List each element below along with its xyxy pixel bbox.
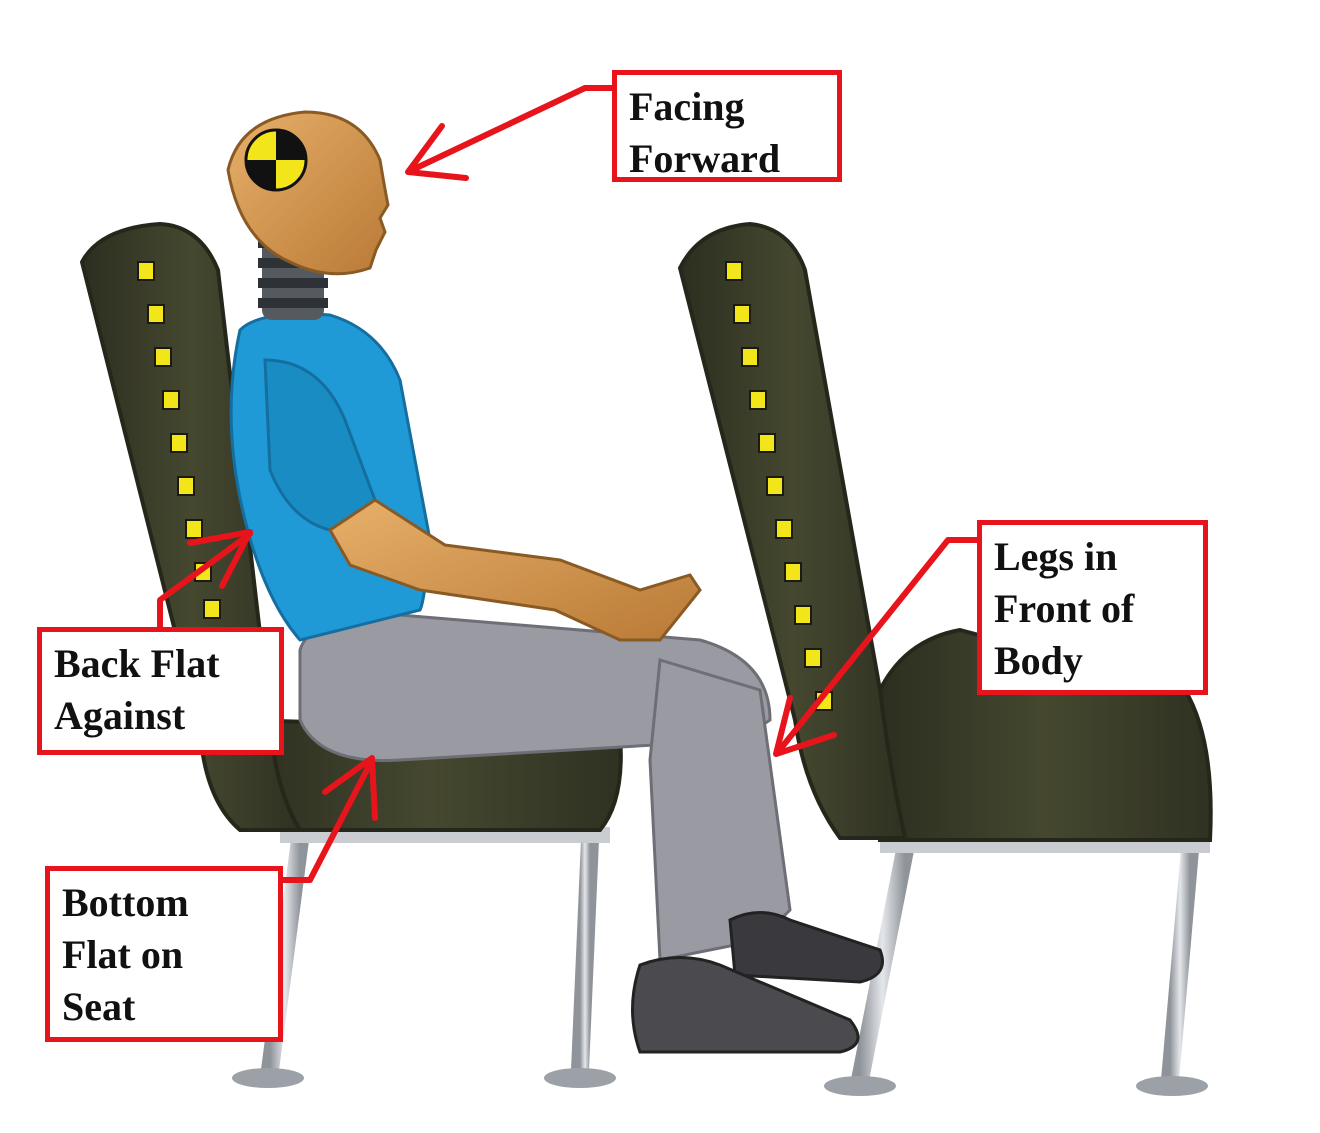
crash-test-target-icon	[246, 130, 306, 190]
legs-front-callout: Legs in Front of Body	[977, 520, 1208, 695]
callout-line: Body	[994, 635, 1191, 687]
callout-line: Forward	[629, 133, 825, 185]
dummy-back-shoe	[730, 913, 883, 983]
facing-forward-callout: Facing Forward	[612, 70, 842, 182]
callout-line: Front of	[994, 583, 1191, 635]
callout-line: Back Flat	[54, 638, 267, 690]
callout-line: Seat	[62, 981, 266, 1033]
back-flat-callout: Back Flat Against	[37, 627, 284, 755]
rear-seat-frame	[232, 835, 616, 1088]
callout-line: Against	[54, 690, 267, 742]
callout-line: Facing	[629, 81, 825, 133]
dummy-head	[228, 112, 388, 274]
bottom-flat-callout: Bottom Flat on Seat	[45, 866, 283, 1042]
callout-line: Flat on	[62, 929, 266, 981]
front-seat-frame	[824, 845, 1210, 1096]
callout-line: Bottom	[62, 877, 266, 929]
callout-line: Legs in	[994, 531, 1191, 583]
facing-forward-arrowhead	[408, 126, 466, 178]
